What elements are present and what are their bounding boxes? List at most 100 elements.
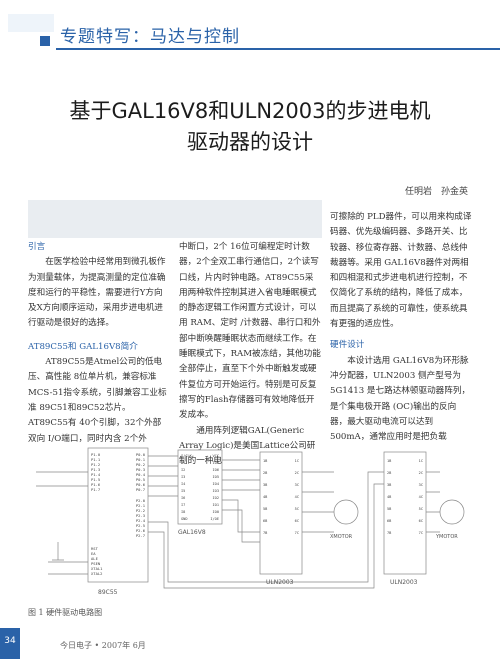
uln-r-in-pin: 7B <box>387 531 391 535</box>
article-title-line2: 驱动器的设计 <box>187 130 313 154</box>
pins-right2-pin: P2.3 <box>136 513 145 518</box>
uln-l-out-pin: 2C <box>295 471 299 475</box>
column-3: 可擦除的 PLD器件，可以用来构成译码器、优先级编码器、多路开关、比较器、移位寄… <box>330 210 472 445</box>
pins-left-pin: P1.3 <box>91 467 100 472</box>
pins-right2-pin: P2.5 <box>136 523 145 528</box>
uln-l-in-pin: 6B <box>263 519 267 523</box>
pins-right2-pin: P2.2 <box>136 508 145 513</box>
gal-in-pin: I8 <box>181 510 185 514</box>
gal-uln-wires-2 <box>222 499 260 543</box>
uln-left-chip <box>259 451 303 575</box>
footer-text: 今日电子 • 2007年 6月 <box>60 641 146 650</box>
col2-body1: 中断口，2个 16位可编程定时计数器，2个全双工串行通信口，2个读写口线，片内时… <box>179 242 321 421</box>
uln-right-label: ULN2003 <box>390 579 418 586</box>
pins-right-pin: P0.2 <box>136 462 145 467</box>
pins-right2-pin: P2.4 <box>136 518 146 523</box>
sec1-heading: AT89C55和 GAL16V8简介 <box>28 341 138 352</box>
uln-r-in-pin: 6B <box>387 519 391 523</box>
gal-in-pin: I6 <box>181 496 185 500</box>
pins-left-pin: P1.7 <box>91 487 100 492</box>
uln-r-out-pin: 1C <box>419 459 423 463</box>
uln-right-chip <box>383 451 427 575</box>
gal-out-pin: IO6 <box>213 468 220 472</box>
gal-out-pin: IO4 <box>213 482 220 486</box>
pins-bottom-pin: PSEN <box>91 561 101 566</box>
pins-bottom-pin: EA <box>91 551 96 556</box>
pins-right2-pin: P2.6 <box>136 528 146 533</box>
gal-in-pin: I2 <box>181 468 185 472</box>
pins-right2-pin: P2.1 <box>136 503 146 508</box>
gal-label: GAL16V8 <box>178 529 206 536</box>
uln-l-in-pin: 5B <box>263 507 267 511</box>
column-2: 中断口，2个 16位可编程定时计数器，2个全双工串行通信口，2个读写口线，片内时… <box>179 240 322 469</box>
uln-r-out-pin: 5C <box>419 507 423 511</box>
footer-page-block <box>0 628 20 659</box>
ymotor-symbol <box>439 499 465 525</box>
mcu-gal-wires <box>148 455 178 497</box>
uln-r-out-pin: 6C <box>419 519 423 523</box>
ymotor-label: YMOTOR <box>435 534 458 540</box>
pins-right-pin: P0.1 <box>136 457 146 462</box>
uln-l-out-pin: 6C <box>295 519 299 523</box>
pins-bottom-pin: XTAL1 <box>91 566 103 571</box>
col3-body1: 可擦除的 PLD器件，可以用来构成译码器、优先级编码器、多路开关、比较器、移位寄… <box>330 212 472 330</box>
pins-left-pin: P1.0 <box>91 452 101 457</box>
pins-right2-pin: P2.0 <box>136 498 146 503</box>
column-1: 引言 在医学检验中经常用到微孔板作为测量载体，为提高测量的定位准确度和运行的平稳… <box>28 240 168 447</box>
uln-l-in-pin: 2B <box>263 471 267 475</box>
page-header <box>0 0 500 60</box>
ground-symbol <box>52 542 64 561</box>
gal-out-pin: VCC <box>213 454 220 458</box>
pins-right-pin: P0.0 <box>136 452 146 457</box>
pins-left-pin: P1.5 <box>91 477 100 482</box>
uln-r-in-pin: 2B <box>387 471 391 475</box>
sec2-heading: 硬件设计 <box>330 340 365 351</box>
mcu-label: 89C55 <box>98 589 118 596</box>
gal-out-pin: IO3 <box>213 489 220 493</box>
col3-body2: 本设计选用 GAL16V8为环形脉冲分配器，ULN2003 侧产型号为 5G14… <box>330 355 471 443</box>
intro-heading: 引言 <box>28 242 46 252</box>
pins-right-pin: P0.3 <box>136 467 145 472</box>
uln-l-out-pin: 3C <box>295 483 299 487</box>
gal-out-pin: IO1 <box>213 503 220 507</box>
pins-bottom-pin: RST <box>91 546 99 551</box>
gal-out-pin: I/OE <box>210 517 219 521</box>
gal-out-pin: IO2 <box>213 496 220 500</box>
gal-out-pin: IO7 <box>213 461 220 465</box>
pins-bottom-pin: XTAL2 <box>91 571 102 576</box>
gal-out-pin: IO5 <box>213 475 220 479</box>
header-rule <box>56 48 500 50</box>
uln-r-out-pin: 7C <box>419 531 423 535</box>
uln-l-out-pin: 1C <box>295 459 299 463</box>
uln-l-out-pin: 4C <box>295 495 299 499</box>
gal-in-pin: GND <box>181 517 188 521</box>
mcu-input-wires <box>36 471 88 575</box>
uln-l-out-pin: 7C <box>295 531 299 535</box>
pins-right-pin: P0.7 <box>136 487 145 492</box>
col2-body2: 通用阵列逻辑GAL(Generic Array Logic)是美国Lattice… <box>179 425 316 467</box>
mcu-chip <box>87 447 149 583</box>
gal-uln-wires <box>222 459 260 491</box>
uln-l-out-pin: 5C <box>295 507 299 511</box>
gal-out-pin: IO0 <box>213 510 220 514</box>
pins-right-pin: P0.6 <box>136 482 146 487</box>
xmotor-symbol <box>333 499 359 525</box>
mcu-uln-right-wires <box>148 471 384 589</box>
uln-left-motor-wires <box>302 471 334 533</box>
pins-left-pin: P1.6 <box>91 482 101 487</box>
pins-bottom-pin: ALE <box>91 556 99 561</box>
gal-chip <box>177 449 223 525</box>
uln-r-out-pin: 3C <box>419 483 423 487</box>
uln-l-in-pin: 3B <box>263 483 267 487</box>
intro-body: 在医学检验中经常用到微孔板作为测量载体，为提高测量的定位准确度和运行的平稳性，需… <box>28 257 166 329</box>
figure-caption: 图 1 硬件驱动电路图 <box>28 608 103 617</box>
pins-right2-pin: P2.7 <box>136 533 145 538</box>
uln-r-in-pin: 4B <box>387 495 391 499</box>
uln-r-in-pin: 5B <box>387 507 391 511</box>
page-number: 34 <box>4 636 16 646</box>
pins-left-pin: P1.2 <box>91 462 100 467</box>
pins-right-pin: P0.4 <box>136 472 146 477</box>
sec1-body: AT89C55是Atmel公司的低电压、高性能 8位单片机，兼容标准MCS-51… <box>28 357 167 444</box>
gal-in-pin: I1 <box>181 461 185 465</box>
uln-l-in-pin: 4B <box>263 495 267 499</box>
